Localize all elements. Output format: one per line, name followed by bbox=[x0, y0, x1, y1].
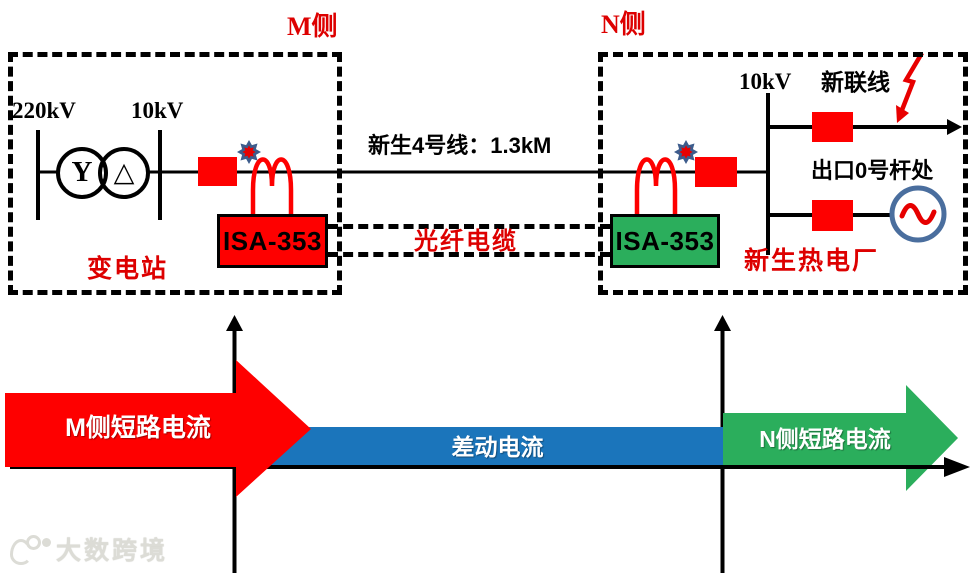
axis-baseline-arrowhead bbox=[944, 457, 970, 477]
lightning-arrow-icon bbox=[896, 51, 924, 123]
breaker-link-line-icon bbox=[812, 112, 853, 142]
breaker-generator-icon bbox=[812, 200, 853, 231]
transformer-icon bbox=[56, 147, 150, 199]
axis-right-arrowhead bbox=[714, 315, 731, 331]
substation-name-label: 变电站 bbox=[87, 255, 169, 283]
breaker-m-icon bbox=[198, 157, 237, 186]
voltage-220kv-label: 220kV bbox=[12, 98, 76, 123]
m-current-label: M侧短路电流 bbox=[65, 414, 211, 442]
diff-current-label: 差动电流 bbox=[451, 434, 544, 460]
link-line-label: 新联线 bbox=[821, 69, 890, 95]
n-current-arrow bbox=[723, 385, 958, 491]
fiber-cable-label: 光纤电缆 bbox=[414, 228, 518, 255]
plant-name-label: 新生热电厂 bbox=[744, 247, 880, 275]
n-current-label: N侧短路电流 bbox=[759, 426, 891, 452]
ct-coil-left-icon bbox=[250, 157, 294, 219]
n-side-box bbox=[598, 52, 968, 295]
relay-n-box: ISA-353 bbox=[610, 214, 720, 268]
diff-current-bar bbox=[260, 427, 723, 467]
m-side-box bbox=[8, 52, 342, 295]
feeder-line-label: 新生4号线：1.3kM bbox=[368, 133, 552, 158]
ct-coil-right-icon bbox=[634, 157, 678, 219]
m-side-title: M侧 bbox=[287, 12, 338, 41]
relay-m-box: ISA-353 bbox=[217, 214, 328, 268]
fiber-cable-line-top bbox=[328, 224, 610, 229]
voltage-10kv-right-label: 10kV bbox=[739, 69, 792, 94]
transformer-delta-symbol: △ bbox=[113, 157, 135, 187]
generator-icon bbox=[889, 185, 947, 243]
voltage-10kv-left-label: 10kV bbox=[131, 98, 184, 123]
outlet-pole-label: 出口0号杆处 bbox=[811, 158, 934, 183]
watermark-logo-icon bbox=[10, 535, 50, 565]
relay-m-label: ISA-353 bbox=[223, 225, 322, 256]
fiber-cable-line-bottom bbox=[328, 252, 610, 257]
transformer-y-symbol: Y bbox=[71, 156, 93, 188]
relay-n-label: ISA-353 bbox=[615, 225, 715, 256]
n-side-title: N侧 bbox=[601, 10, 646, 39]
link-line-arrowhead bbox=[947, 119, 962, 135]
watermark: 大数跨境 bbox=[10, 531, 168, 567]
m-current-arrow bbox=[5, 360, 311, 497]
breaker-n-icon bbox=[695, 157, 737, 187]
axis-left-arrowhead bbox=[226, 315, 243, 331]
watermark-text: 大数跨境 bbox=[56, 537, 169, 565]
